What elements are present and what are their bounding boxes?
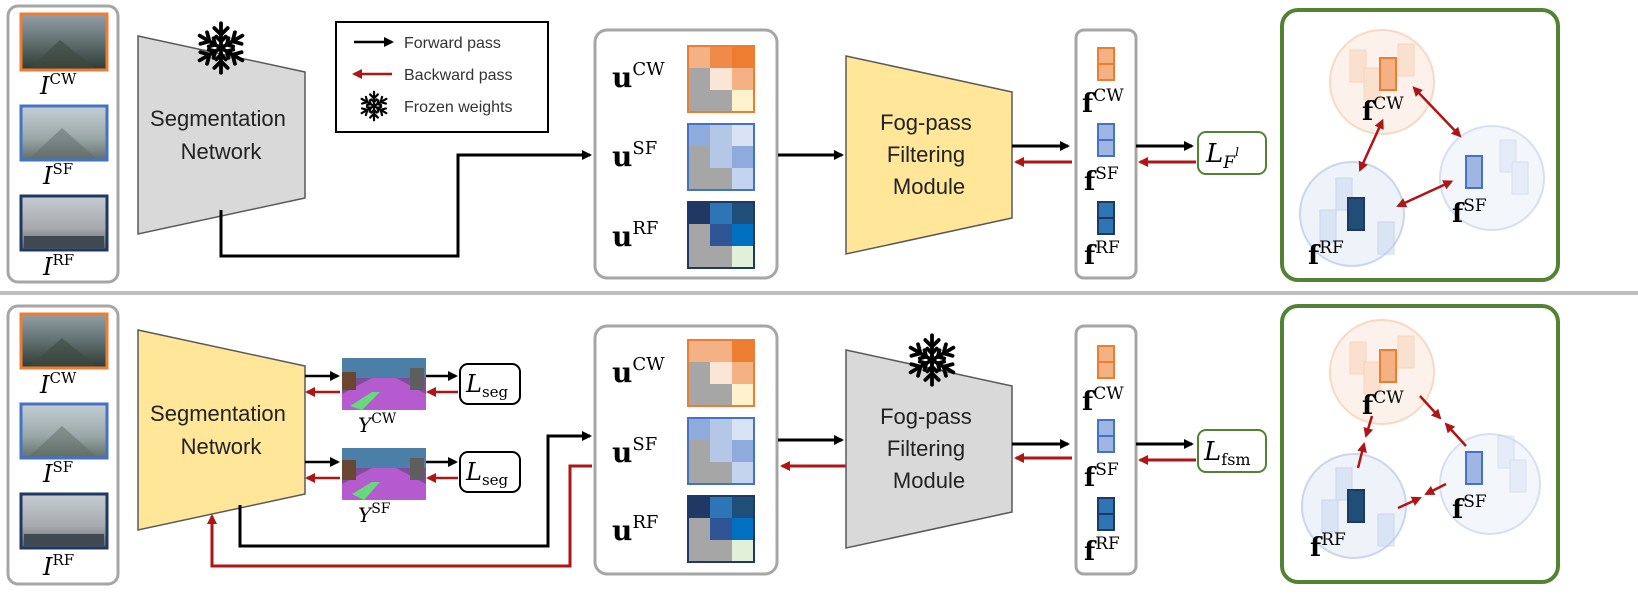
bottom-image-rf [19, 492, 109, 550]
bottom-feature-cw-icon [1097, 345, 1115, 379]
bottom-feature-rf-icon [1097, 497, 1115, 531]
top-cw-feature-icon [1379, 57, 1397, 91]
top-sf-faded-features [1499, 139, 1529, 195]
top-gram-cw [687, 45, 755, 113]
top-image-cw [19, 12, 109, 72]
top-embed-label-rf: fRF [1308, 238, 1344, 271]
bottom-gram-label-rf: uRF [612, 512, 658, 547]
top-embed-label-sf: fSF [1452, 196, 1487, 229]
top-feature-sf-icon [1097, 123, 1115, 157]
top-feature-label-rf: fRF [1084, 238, 1120, 271]
top-label-irf: IRF [42, 251, 74, 281]
top-embed-arrow-cw-rf [1358, 118, 1384, 172]
bottom-fogpass-label: Fog-pass Filtering Module [880, 404, 978, 493]
top-rf-feature-icon [1347, 197, 1365, 231]
top-gram-label-cw: uCW [612, 59, 665, 94]
top-feature-cw-icon [1097, 47, 1115, 81]
bottom-embed-arrow-cw-down [1363, 415, 1374, 438]
bottom-rf-feature-icon [1347, 489, 1365, 523]
bottom-feature-sf-icon [1097, 419, 1115, 453]
top-loss-label: LFl [1205, 139, 1239, 173]
top-cluster-sf [1439, 125, 1545, 231]
top-gram-sf [687, 123, 755, 191]
bottom-embed-arrow-sf-left [1424, 482, 1447, 496]
top-label-isf: ISF [42, 160, 73, 190]
bottom-label-icw: ICW [39, 369, 77, 399]
bottom-gram-cw [687, 339, 755, 407]
bottom-gram-label-sf: uSF [612, 434, 657, 469]
bottom-sf-faded-features [1497, 435, 1527, 493]
bottom-backward-arrow-gram-to-seg [207, 464, 592, 568]
top-label-icw: ICW [39, 70, 77, 100]
bottom-embed-arrow-rf-up [1356, 442, 1367, 469]
top-fogpass-label: Fog-pass Filtering Module [880, 110, 978, 199]
bottom-forward-arrow-seg-to-gram [238, 431, 592, 548]
bottom-gram-rf [687, 495, 755, 563]
top-fogpass-module [845, 55, 1013, 255]
bottom-embed-arrow-cw-in [1419, 395, 1442, 420]
top-forward-arrow-seg-to-gram [219, 150, 592, 258]
bottom-cw-faded-features [1349, 335, 1415, 395]
bottom-fsm-loss-box [1197, 429, 1267, 473]
bottom-sf-feature-icon [1465, 451, 1483, 485]
bottom-seg-loss-label-cw: Lseg [465, 370, 509, 401]
bottom-segmentation-label: Segmentation Network [150, 401, 292, 459]
top-image-sf [19, 104, 109, 162]
bottom-embed-label-cw: fCW [1362, 388, 1404, 421]
bottom-feature-label-sf: fSF [1084, 460, 1119, 493]
top-feature-label-sf: fSF [1084, 164, 1119, 197]
bottom-seg-loss-label-sf: Lseg [465, 458, 509, 489]
bottom-fogpass-module [845, 349, 1013, 549]
bottom-prediction-ycw [342, 358, 426, 410]
bottom-label-ycw: YCW [358, 411, 397, 437]
bottom-segmentation-network [137, 329, 306, 531]
bottom-prediction-ysf [342, 448, 426, 500]
top-loss-box [1197, 131, 1267, 175]
bottom-embed-arrow-rf-right [1397, 496, 1422, 510]
top-segmentation-network [137, 35, 306, 235]
bottom-seg-loss-box-sf [459, 451, 521, 493]
bottom-cw-feature-icon [1379, 349, 1397, 383]
top-feature-label-cw: fCW [1082, 86, 1124, 119]
bottom-embed-label-sf: fSF [1452, 492, 1487, 525]
bottom-image-sf [19, 402, 109, 460]
bottom-embed-arrow-sf-in [1444, 422, 1467, 447]
bottom-fsm-loss-label: Lfsm [1203, 437, 1251, 469]
top-image-rf [19, 194, 109, 252]
top-gram-rf [687, 201, 755, 269]
top-embed-arrow-cw-sf [1412, 86, 1462, 138]
bottom-label-irf: IRF [42, 551, 74, 581]
top-sf-feature-icon [1465, 155, 1483, 189]
bottom-feature-label-cw: fCW [1082, 384, 1124, 417]
bottom-gram-label-cw: uCW [612, 354, 665, 389]
bottom-seg-loss-box-cw [459, 363, 521, 405]
top-segmentation-label: Segmentation Network [150, 106, 292, 164]
bottom-embed-label-rf: fRF [1310, 530, 1346, 563]
bottom-label-isf: ISF [42, 458, 73, 488]
bottom-feature-label-rf: fRF [1084, 534, 1120, 567]
bottom-gram-sf [687, 417, 755, 485]
bottom-label-ysf: YSF [358, 501, 391, 527]
legend-forward-label: Forward pass [404, 35, 501, 52]
top-gram-label-rf: uRF [612, 218, 658, 253]
top-feature-rf-icon [1097, 201, 1115, 235]
top-gram-label-sf: uSF [612, 138, 657, 173]
top-embed-arrow-sf-rf [1396, 180, 1454, 208]
legend-frozen-label: Frozen weights [404, 99, 513, 116]
bottom-image-cw [19, 312, 109, 370]
legend-backward-label: Backward pass [404, 67, 513, 84]
